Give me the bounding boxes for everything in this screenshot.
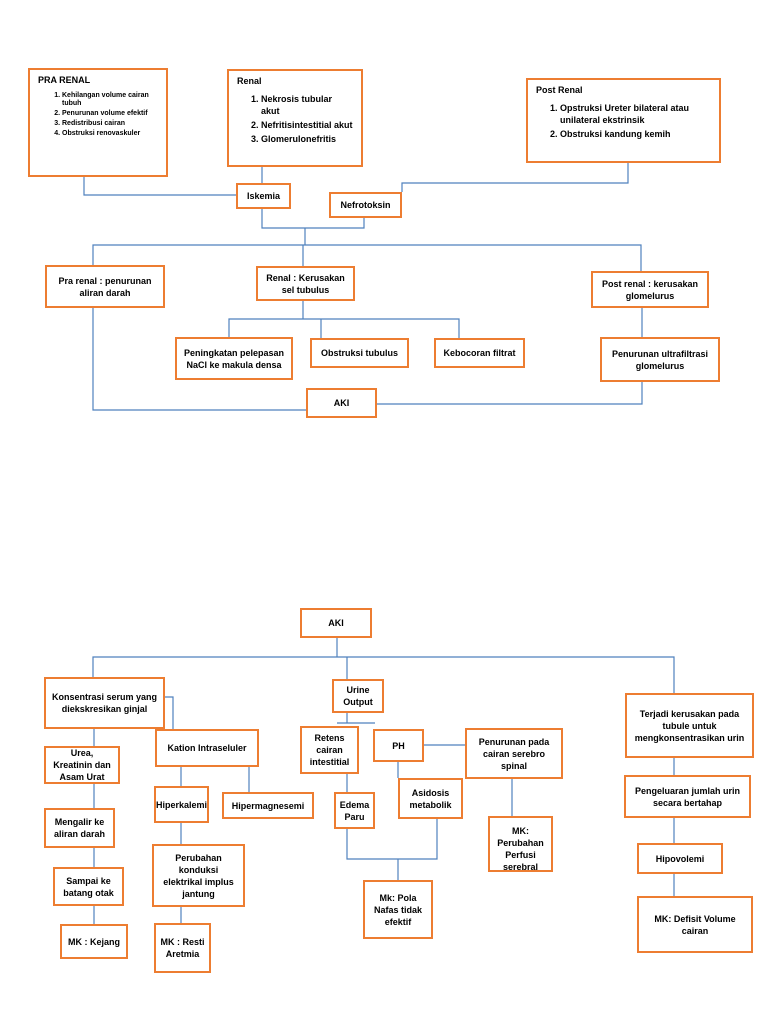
list-item: Nekrosis tubular akut [261,93,353,117]
terjadi-label: Terjadi kerusakan pada tubule untuk meng… [634,708,745,743]
renal-causes-box: Renal Nekrosis tubular akut Nefritisinte… [227,69,363,167]
renal-effect-label: Renal : Kerusakan sel tubulus [266,272,345,295]
penurunan-cairan-box: Penurunan pada cairan serebro spinal [465,728,563,779]
ultrafiltrasi-box: Penurunan ultrafiltrasi glomelurus [600,337,720,382]
pengeluaran-box: Pengeluaran jumlah urin secara bertahap [624,775,751,818]
terjadi-box: Terjadi kerusakan pada tubule untuk meng… [625,693,754,758]
renal-title: Renal [237,76,262,86]
pra-renal-list: Kehilangan volume cairan tubuh Penurunan… [38,92,158,138]
list-item: Redistribusi cairan [62,120,158,128]
nefrotoksin-label: Nefrotoksin [340,200,391,210]
list-item: Kehilangan volume cairan tubuh [62,92,158,108]
mengalir-box: Mengalir ke aliran darah [44,808,115,848]
edema-box: Edema Paru [334,792,375,829]
obstruksi-tubulus-label: Obstruksi tubulus [320,348,398,358]
aki-bottom-label: AKI [328,618,344,628]
kation-label: Kation Intraseluler [167,743,247,753]
mk-aretmia-label: MK : Resti Aretmia [160,937,205,959]
penurunan-cairan-label: Penurunan pada cairan serebro spinal [478,736,550,771]
aki-bottom-box: AKI [300,608,372,638]
aki-top-label: AKI [333,398,350,408]
ph-box: PH [373,729,424,762]
list-item: Penurunan volume efektif [62,110,158,118]
iskemia-box: Iskemia [236,183,291,209]
perubahan-konduksi-label: Perubahan konduksi elektrikal implus jan… [163,852,234,899]
perubahan-konduksi-box: Perubahan konduksi elektrikal implus jan… [152,844,245,907]
post-renal-list: Opstruksi Ureter bilateral atau unilater… [536,102,711,140]
nefrotoksin-box: Nefrotoksin [329,192,402,218]
asidosis-box: Asidosis metabolik [398,778,463,819]
mk-kejang-box: MK : Kejang [60,924,128,959]
hiperkalemi-box: Hiperkalemi [154,786,209,823]
obstruksi-tubulus-box: Obstruksi tubulus [310,338,409,368]
hiperkalemi-label: Hiperkalemi [155,799,208,810]
list-item: Glomerulonefritis [261,133,353,145]
mk-pola-nafas-box: Mk: Pola Nafas tidak efektif [363,880,433,939]
pra-renal-effect-box: Pra renal : penurunan aliran darah [45,265,165,308]
mk-pola-nafas-label: Mk: Pola Nafas tidak efektif [373,892,423,927]
ultrafiltrasi-label: Penurunan ultrafiltrasi glomelurus [611,348,709,371]
iskemia-label: Iskemia [246,191,281,201]
asidosis-label: Asidosis metabolik [409,787,452,810]
hipovolemi-box: Hipovolemi [637,843,723,874]
retens-label: Retens cairan intestitial [309,733,350,767]
pra-renal-effect-label: Pra renal : penurunan aliran darah [58,275,152,298]
kation-box: Kation Intraseluler [155,729,259,767]
list-item: Obstruksi renovaskuler [62,130,158,138]
kebocoran-label: Kebocoran filtrat [443,348,516,358]
mk-defisit-label: MK: Defisit Volume cairan [654,913,736,936]
post-renal-title: Post Renal [536,85,583,95]
mk-kejang-label: MK : Kejang [67,936,120,947]
mk-perfusi-label: MK: Perubahan Perfusi serebral [497,826,544,872]
pra-renal-title: PRA RENAL [38,75,91,85]
mk-perfusi-box: MK: Perubahan Perfusi serebral [488,816,553,872]
list-item: Opstruksi Ureter bilateral atau unilater… [560,102,711,126]
pengeluaran-label: Pengeluaran jumlah urin secara bertahap [634,785,741,808]
list-item: Obstruksi kandung kemih [560,128,711,140]
post-renal-causes-box: Post Renal Opstruksi Ureter bilateral at… [526,78,721,163]
edema-label: Edema Paru [339,799,370,822]
urea-label: Urea, Kreatinin dan Asam Urat [53,748,111,782]
konsentrasi-box: Konsentrasi serum yang diekskresikan gin… [44,677,165,729]
renal-effect-box: Renal : Kerusakan sel tubulus [256,266,355,301]
pra-renal-causes-box: PRA RENAL Kehilangan volume cairan tubuh… [28,68,168,177]
nacl-box: Peningkatan pelepasan NaCl ke makula den… [175,337,293,380]
urea-box: Urea, Kreatinin dan Asam Urat [44,746,120,784]
post-renal-effect-label: Post renal : kerusakan glomelurus [601,278,699,301]
sampai-label: Sampai ke batang otak [63,875,114,898]
sampai-box: Sampai ke batang otak [53,867,124,906]
mengalir-label: Mengalir ke aliran darah [53,817,106,839]
retens-box: Retens cairan intestitial [300,726,359,774]
hipovolemi-label: Hipovolemi [655,853,705,864]
kebocoran-box: Kebocoran filtrat [434,338,525,368]
hipermagnesemi-label: Hipermagnesemi [231,800,305,811]
ph-label: PH [392,740,405,751]
konsentrasi-label: Konsentrasi serum yang diekskresikan gin… [51,692,158,714]
post-renal-effect-box: Post renal : kerusakan glomelurus [591,271,709,308]
aki-top-box: AKI [306,388,377,418]
urine-output-box: Urine Output [332,679,384,713]
nacl-label: Peningkatan pelepasan NaCl ke makula den… [183,347,285,370]
mk-aretmia-box: MK : Resti Aretmia [154,923,211,973]
renal-list: Nekrosis tubular akut Nefritisintestitia… [237,93,353,145]
mk-defisit-box: MK: Defisit Volume cairan [637,896,753,953]
urine-output-label: Urine Output [343,685,373,707]
list-item: Nefritisintestitial akut [261,119,353,131]
hipermagnesemi-box: Hipermagnesemi [222,792,314,819]
